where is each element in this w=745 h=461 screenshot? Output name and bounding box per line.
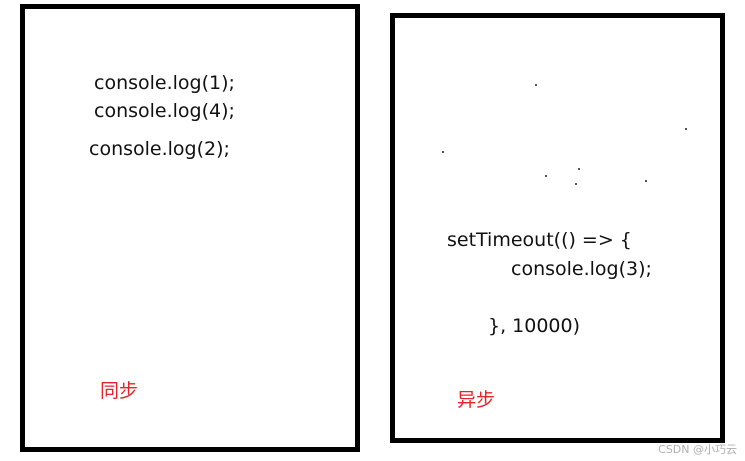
speck — [535, 84, 537, 86]
speck — [545, 175, 547, 177]
async-label: 异步 — [457, 389, 496, 411]
async-code-line-1: setTimeout(() => { — [447, 229, 632, 251]
async-panel: setTimeout(() => { console.log(3); }, 10… — [390, 13, 725, 443]
speck — [685, 128, 687, 130]
async-code-line-3: }, 10000) — [488, 315, 581, 337]
async-code-line-2: console.log(3); — [511, 258, 652, 280]
speck — [442, 151, 444, 153]
sync-panel: console.log(1); console.log(4); console.… — [20, 4, 360, 452]
speck — [575, 183, 577, 185]
sync-label: 同步 — [100, 380, 139, 402]
sync-code-line-1: console.log(1); — [94, 72, 235, 94]
sync-code-line-3: console.log(2); — [89, 138, 230, 160]
sync-code-line-2: console.log(4); — [94, 100, 235, 122]
speck — [645, 180, 647, 182]
speck — [578, 168, 580, 170]
csdn-watermark: CSDN @小巧云 — [658, 443, 737, 456]
